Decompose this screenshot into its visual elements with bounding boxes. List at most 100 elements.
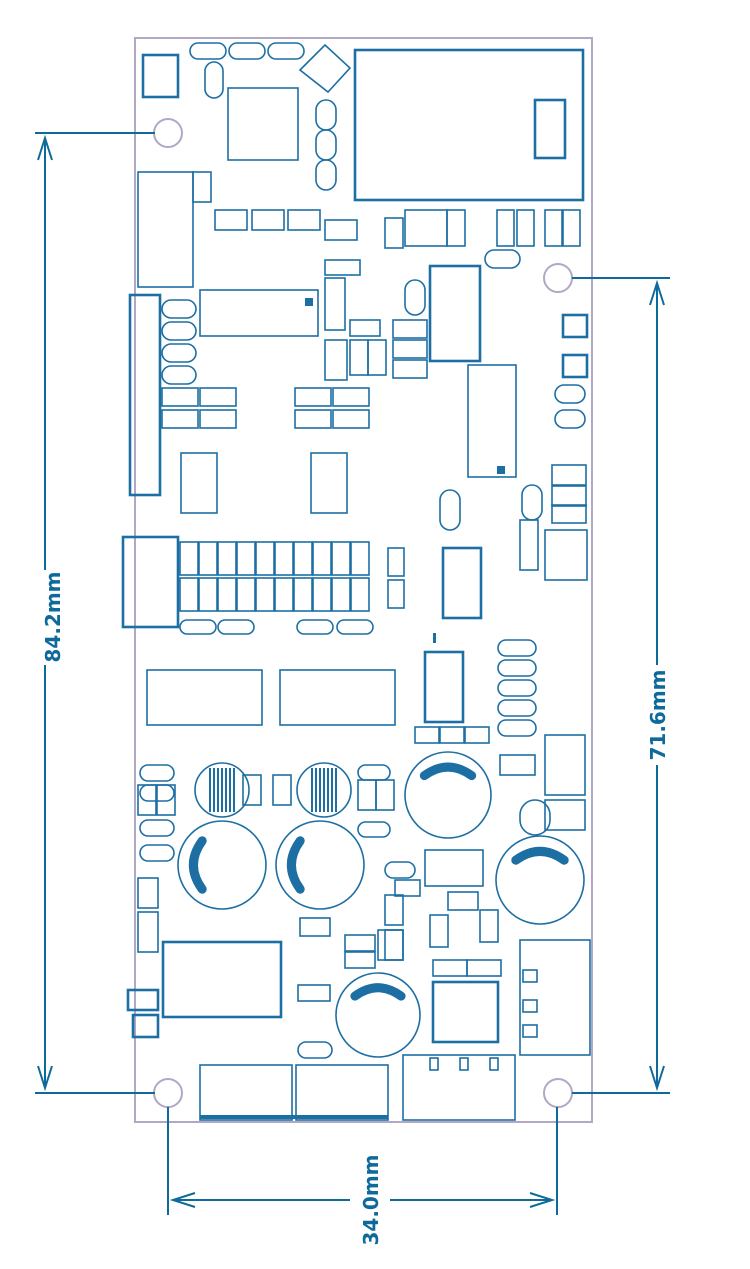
resistor-footprint bbox=[554, 384, 586, 404]
component-pad bbox=[137, 784, 157, 816]
component-pad bbox=[479, 909, 499, 943]
component-pad bbox=[447, 891, 479, 911]
component-pad bbox=[331, 541, 351, 576]
mounting-hole-bottom-right bbox=[543, 1078, 573, 1108]
component-pad bbox=[489, 1057, 499, 1071]
component-pad bbox=[332, 387, 370, 407]
dimension-label-height: 84.2mm bbox=[41, 571, 65, 662]
ic-chip bbox=[423, 650, 465, 724]
arrow-left-icon bbox=[169, 1192, 196, 1208]
component-pad bbox=[199, 409, 237, 429]
arrow-down-icon bbox=[649, 1065, 665, 1092]
regulator bbox=[428, 264, 482, 363]
component-pad bbox=[464, 726, 490, 744]
component-pad bbox=[217, 541, 237, 576]
component-pad bbox=[324, 339, 348, 381]
bridge-rectifier bbox=[431, 980, 500, 1044]
resistor-footprint bbox=[439, 489, 461, 531]
component-pad bbox=[349, 319, 381, 337]
component-pad bbox=[561, 353, 589, 379]
component-pad bbox=[496, 209, 515, 247]
resistor-footprint bbox=[404, 279, 426, 316]
connector-terminal bbox=[199, 1064, 293, 1121]
resistor-footprint bbox=[267, 42, 305, 60]
capacitor-footprint bbox=[335, 972, 421, 1058]
component-pad bbox=[429, 1057, 439, 1071]
component-pad bbox=[287, 209, 321, 231]
capacitor-footprint bbox=[194, 762, 250, 818]
component-pad bbox=[274, 577, 294, 612]
resistor-footprint bbox=[296, 619, 334, 635]
capacitor-footprint bbox=[177, 820, 267, 910]
resistor-footprint bbox=[217, 619, 255, 635]
resistor-footprint bbox=[179, 619, 217, 635]
resistor-footprint bbox=[336, 619, 374, 635]
component-pad bbox=[332, 409, 370, 429]
component-pad bbox=[137, 877, 159, 909]
resistor-footprint bbox=[315, 159, 337, 191]
arrow-up-icon bbox=[649, 279, 665, 306]
component-pad bbox=[387, 579, 405, 609]
component-pad bbox=[516, 209, 535, 247]
component-pad bbox=[294, 409, 332, 429]
arrow-right-icon bbox=[529, 1192, 556, 1208]
component-pad bbox=[551, 485, 587, 507]
component-pad bbox=[312, 541, 332, 576]
resistor-footprint bbox=[384, 861, 416, 879]
component-pad bbox=[384, 894, 404, 926]
resistor-footprint bbox=[161, 299, 197, 319]
pin1-marker bbox=[497, 466, 505, 474]
diode-footprint bbox=[298, 43, 352, 94]
polarity-band bbox=[511, 846, 569, 865]
component-pad bbox=[392, 339, 428, 359]
polarity-band bbox=[419, 762, 477, 781]
arrow-down-icon bbox=[37, 1065, 53, 1092]
component-pad bbox=[429, 914, 449, 948]
capacitor-footprint bbox=[495, 835, 585, 925]
resistor-footprint bbox=[204, 61, 224, 99]
capacitor-footprint bbox=[275, 820, 365, 910]
ic-chip bbox=[227, 87, 299, 161]
resistor-footprint bbox=[521, 484, 543, 521]
connector-terminal bbox=[295, 1064, 389, 1121]
component-pad bbox=[236, 541, 256, 576]
ic-chip bbox=[199, 289, 319, 337]
component-pad bbox=[344, 951, 376, 969]
mounting-hole-top-left bbox=[153, 118, 183, 148]
ic-chip bbox=[146, 669, 263, 726]
resistor-footprint bbox=[228, 42, 266, 60]
component-pad bbox=[198, 541, 218, 576]
component-pad bbox=[439, 726, 465, 744]
resistor-footprint bbox=[161, 365, 197, 385]
component-pad bbox=[350, 577, 370, 612]
ic-chip bbox=[279, 669, 396, 726]
component-pad bbox=[242, 774, 262, 806]
connector-header bbox=[128, 293, 162, 497]
capacitor-footprint bbox=[296, 762, 352, 818]
resistor-footprint bbox=[161, 321, 197, 341]
diode-footprint bbox=[126, 988, 160, 1012]
mounting-hole-bottom-left bbox=[153, 1078, 183, 1108]
resistor-footprint bbox=[497, 699, 537, 717]
component-pad bbox=[392, 359, 428, 379]
connector-terminal bbox=[519, 939, 591, 1056]
resistor-footprint bbox=[139, 819, 175, 837]
component-pad bbox=[272, 774, 292, 806]
component-pad bbox=[199, 387, 237, 407]
component-pad bbox=[522, 1024, 538, 1038]
dimension-hole-spacing-vertical: 71.6mm bbox=[572, 277, 670, 1094]
component-pad bbox=[387, 547, 405, 577]
component-pad bbox=[544, 799, 586, 831]
component-pad bbox=[499, 754, 536, 776]
dimension-label-horizontal-spacing: 34.0mm bbox=[359, 1154, 383, 1245]
resistor-footprint bbox=[139, 844, 175, 862]
component-pad bbox=[377, 929, 404, 961]
resistor-footprint bbox=[497, 679, 537, 697]
ic-chip bbox=[310, 452, 348, 514]
resistor-footprint bbox=[297, 1041, 333, 1059]
inductor bbox=[121, 535, 180, 629]
component-pad bbox=[459, 1057, 469, 1071]
component-pad bbox=[179, 541, 199, 576]
component-pad bbox=[161, 409, 199, 429]
resistor-footprint bbox=[357, 821, 391, 838]
